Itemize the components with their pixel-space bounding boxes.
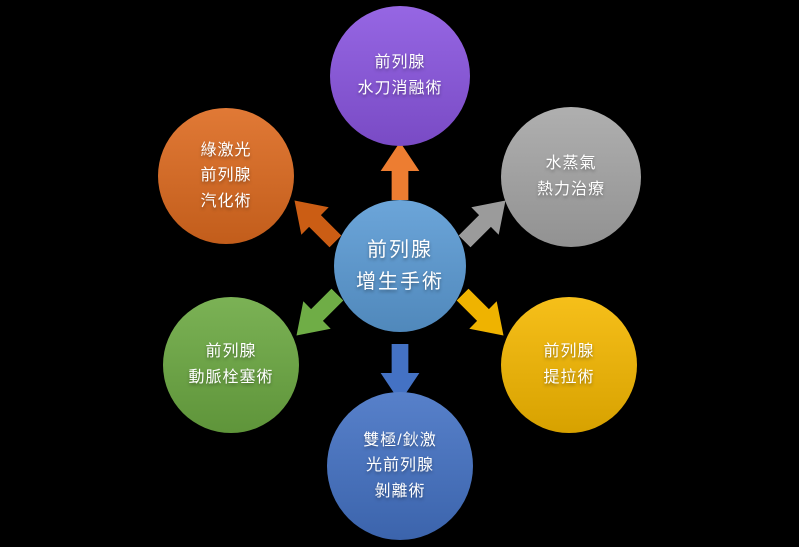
node-center-bph-surgery: 前列腺 增生手術 [334, 200, 466, 332]
node-urolift: 前列腺 提拉術 [501, 297, 637, 433]
node-greenlight-vaporization: 綠激光 前列腺 汽化術 [158, 108, 294, 244]
node-label: 前列腺 動脈栓塞術 [188, 343, 274, 386]
node-label: 雙極/鈥激 光前列腺 剝離術 [363, 431, 437, 500]
node-label: 前列腺 增生手術 [356, 239, 444, 293]
node-label: 水蒸氣 熱力治療 [536, 155, 605, 198]
node-label: 前列腺 提拉術 [543, 343, 595, 386]
arrow-up [378, 142, 422, 200]
node-bipolar-holmium-enucleation: 雙極/鈥激 光前列腺 剝離術 [327, 392, 473, 540]
node-label: 綠激光 前列腺 汽化術 [200, 141, 252, 210]
node-aquablation: 前列腺 水刀消融術 [330, 6, 470, 146]
node-artery-embolization: 前列腺 動脈栓塞術 [163, 297, 299, 433]
node-water-vapor-therapy: 水蒸氣 熱力治療 [501, 107, 641, 247]
node-label: 前列腺 水刀消融術 [357, 54, 443, 97]
